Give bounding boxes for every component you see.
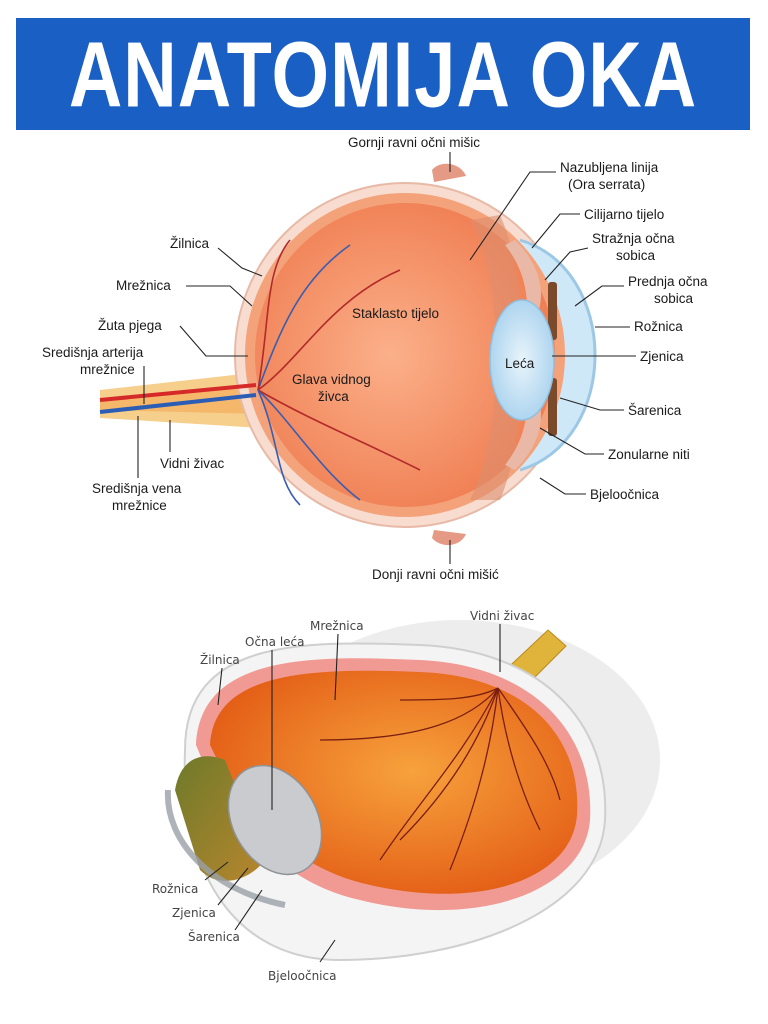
bottom-leader-lines xyxy=(204,624,501,963)
label-optic-nerve: Vidni živac xyxy=(160,456,225,471)
label-lens: Leća xyxy=(505,356,535,371)
label-cutaway-cornea: Rožnica xyxy=(152,882,198,896)
label-pupil: Zjenica xyxy=(640,349,684,364)
iris-lower-shape xyxy=(548,378,557,436)
label-zonular-fibers: Zonularne niti xyxy=(608,447,690,462)
label-cutaway-sclera: Bjeloočnica xyxy=(268,969,336,983)
label-inferior-rectus: Donji ravni očni mišić xyxy=(372,567,499,582)
label-cutaway-optic-nerve: Vidni živac xyxy=(470,609,534,623)
label-sclera: Bjeloočnica xyxy=(590,487,660,502)
label-anterior-chamber-1: Prednja očna xyxy=(628,274,708,289)
cross-section-eye xyxy=(99,163,597,546)
label-central-vein-1: Središnja vena xyxy=(92,481,182,496)
bottom-labels: Vidni živac Mrežnica Očna leća Žilnica R… xyxy=(152,609,534,983)
label-posterior-chamber-1: Stražnja očna xyxy=(592,231,675,246)
label-cutaway-choroid: Žilnica xyxy=(200,652,240,667)
label-optic-disc-1: Glava vidnog xyxy=(292,372,371,387)
label-cutaway-iris: Šarenica xyxy=(188,929,240,944)
iris-upper-shape xyxy=(548,282,557,340)
label-ora-serrata-1: Nazubljena linija xyxy=(560,160,659,175)
label-central-artery-1: Središnja arterija xyxy=(42,345,144,360)
label-ciliary-body: Cilijarno tijelo xyxy=(584,207,664,222)
label-central-vein-2: mrežnice xyxy=(112,498,167,513)
top-leader-lines xyxy=(137,152,636,564)
cutaway-lens xyxy=(227,764,323,876)
label-iris: Šarenica xyxy=(628,403,682,418)
label-cutaway-lens: Očna leća xyxy=(245,635,304,649)
label-central-artery-2: mrežnice xyxy=(80,362,135,377)
superior-rectus-muscle xyxy=(432,163,466,182)
label-superior-rectus: Gornji ravni očni mišic xyxy=(348,135,480,150)
inferior-rectus-muscle xyxy=(432,530,466,546)
retinal-vessels xyxy=(99,239,421,506)
label-macula: Žuta pjega xyxy=(98,318,162,333)
label-anterior-chamber-2: sobica xyxy=(654,291,694,306)
cutaway-cornea xyxy=(164,789,286,908)
cutaway-vessels xyxy=(319,687,561,871)
label-choroid: Žilnica xyxy=(170,236,210,251)
lens-shape xyxy=(489,299,555,421)
label-cornea: Rožnica xyxy=(634,319,683,334)
label-retina: Mrežnica xyxy=(116,278,171,293)
title-banner: ANATOMIJA OKA xyxy=(16,18,750,130)
ciliary-body-shape xyxy=(505,240,541,320)
top-labels: Gornji ravni očni mišic Nazubljena linij… xyxy=(42,135,708,582)
label-ora-serrata-2: (Ora serrata) xyxy=(568,177,645,192)
label-optic-disc-2: živca xyxy=(318,389,349,404)
page-title: ANATOMIJA OKA xyxy=(68,22,698,126)
label-cutaway-pupil: Zjenica xyxy=(172,906,216,920)
label-posterior-chamber-2: sobica xyxy=(616,248,656,263)
vitreous-body-shape xyxy=(255,203,555,507)
label-cutaway-retina: Mrežnica xyxy=(310,619,364,633)
cutaway-eye xyxy=(164,620,660,962)
cutaway-iris xyxy=(175,756,265,881)
label-vitreous: Staklasto tijelo xyxy=(352,306,439,321)
